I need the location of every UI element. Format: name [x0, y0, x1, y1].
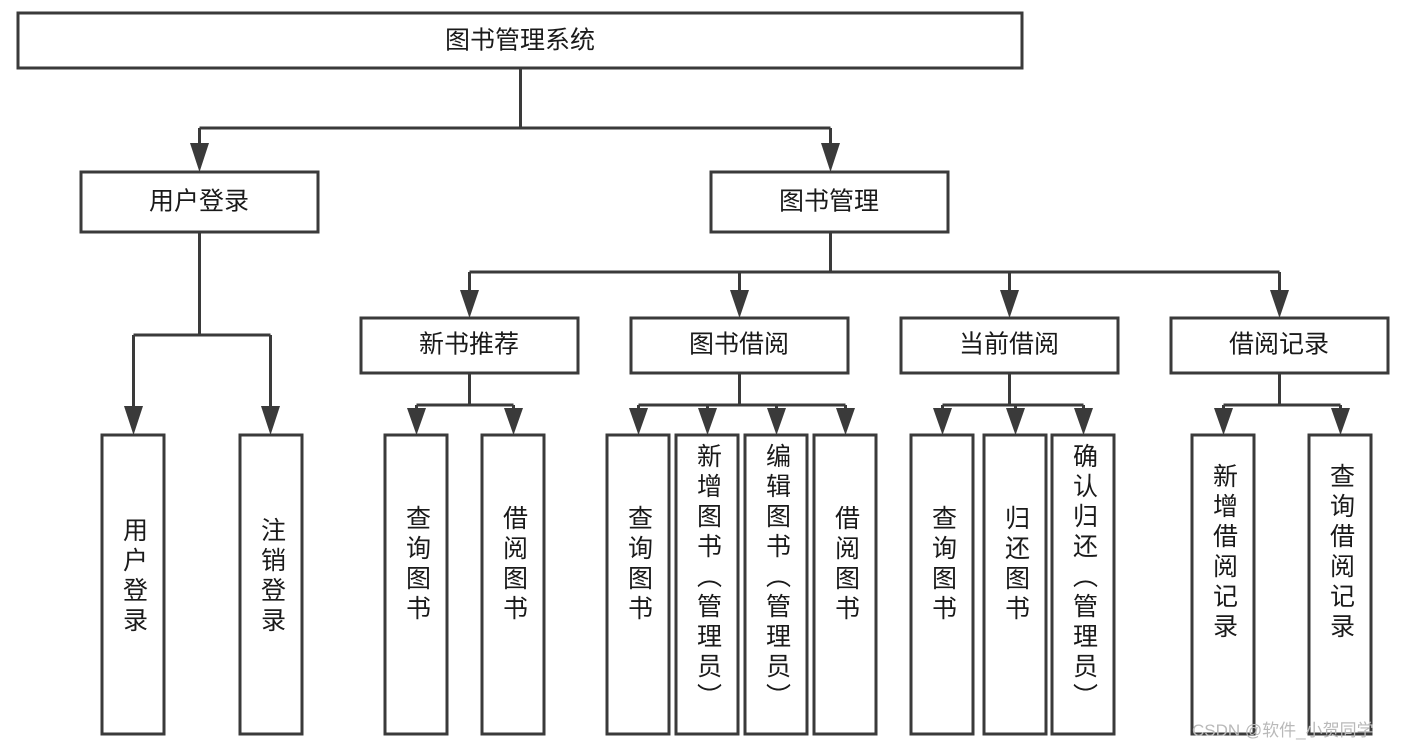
arrow-head-leaf-user-login: [124, 406, 143, 435]
node-book-borrow[interactable]: 图书借阅: [629, 316, 850, 375]
csdn-watermark: CSDN @软件_小贺同学: [1192, 721, 1374, 740]
leaf-confirm-return-box[interactable]: [1050, 433, 1116, 736]
arrow-head-leaf-return-book: [1006, 408, 1025, 435]
leaf-add-record-box[interactable]: [1190, 433, 1256, 736]
leaf-query-book-current-box[interactable]: [909, 433, 975, 736]
node-book-management-label: 图书管理: [779, 188, 879, 216]
node-root-label: 图书管理系统: [445, 27, 595, 55]
arrow-head-book-management: [821, 143, 840, 172]
leaf-query-record-box[interactable]: [1307, 433, 1373, 736]
arrow-head-leaf-logout: [261, 406, 280, 435]
leaf-query-book-borrow-box[interactable]: [605, 433, 671, 736]
node-user-login-label: 用户登录: [149, 188, 249, 216]
arrow-head-new-book-recommend: [460, 290, 479, 318]
node-root-box[interactable]: [16, 11, 1024, 70]
arrow-head-borrow-records: [1270, 290, 1289, 318]
leaf-return-book-box[interactable]: [982, 433, 1048, 736]
arrow-head-leaf-add-record: [1214, 408, 1233, 435]
leaf-logout-box[interactable]: [238, 433, 304, 736]
arrow-head-leaf-edit-book: [767, 408, 786, 435]
arrow-head-current-borrow: [1000, 290, 1019, 318]
arrow-head-leaf-query-book-current: [933, 408, 952, 435]
arrow-head-book-borrow: [730, 290, 749, 318]
node-new-book-recommend-label: 新书推荐: [419, 331, 519, 359]
node-root[interactable]: 图书管理系统: [16, 11, 1024, 70]
node-current-borrow-box[interactable]: [899, 316, 1120, 375]
node-borrow-records-label: 借阅记录: [1229, 331, 1329, 359]
node-current-borrow-label: 当前借阅: [959, 331, 1059, 359]
node-borrow-records-box[interactable]: [1169, 316, 1390, 375]
arrow-head-leaf-query-book-rec: [407, 408, 426, 435]
arrow-head-leaf-confirm-return: [1074, 408, 1093, 435]
arrow-head-leaf-query-book-borrow: [629, 408, 648, 435]
leaf-box-layer: [100, 433, 1373, 736]
arrow-head-user-login: [190, 143, 209, 172]
leaf-borrow-book-rec-box[interactable]: [480, 433, 546, 736]
connector-layer: [124, 68, 1350, 435]
node-book-borrow-box[interactable]: [629, 316, 850, 375]
node-user-login[interactable]: 用户登录: [79, 170, 320, 234]
node-user-login-box[interactable]: [79, 170, 320, 234]
node-book-borrow-label: 图书借阅: [689, 331, 789, 359]
leaf-user-login-box[interactable]: [100, 433, 166, 736]
node-book-management-box[interactable]: [709, 170, 950, 234]
node-borrow-records[interactable]: 借阅记录: [1169, 316, 1390, 375]
leaf-query-book-rec-box[interactable]: [383, 433, 449, 736]
leaf-add-book-box[interactable]: [674, 433, 740, 736]
node-book-management[interactable]: 图书管理: [709, 170, 950, 234]
arrow-head-leaf-borrow-book: [836, 408, 855, 435]
node-new-book-recommend-box[interactable]: [359, 316, 580, 375]
arrow-head-leaf-add-book: [698, 408, 717, 435]
node-new-book-recommend[interactable]: 新书推荐: [359, 316, 580, 375]
node-current-borrow[interactable]: 当前借阅: [899, 316, 1120, 375]
leaf-edit-book-box[interactable]: [743, 433, 809, 736]
arrow-head-leaf-borrow-book-rec: [504, 408, 523, 435]
leaf-borrow-book-box[interactable]: [812, 433, 878, 736]
arrow-head-leaf-query-record: [1331, 408, 1350, 435]
